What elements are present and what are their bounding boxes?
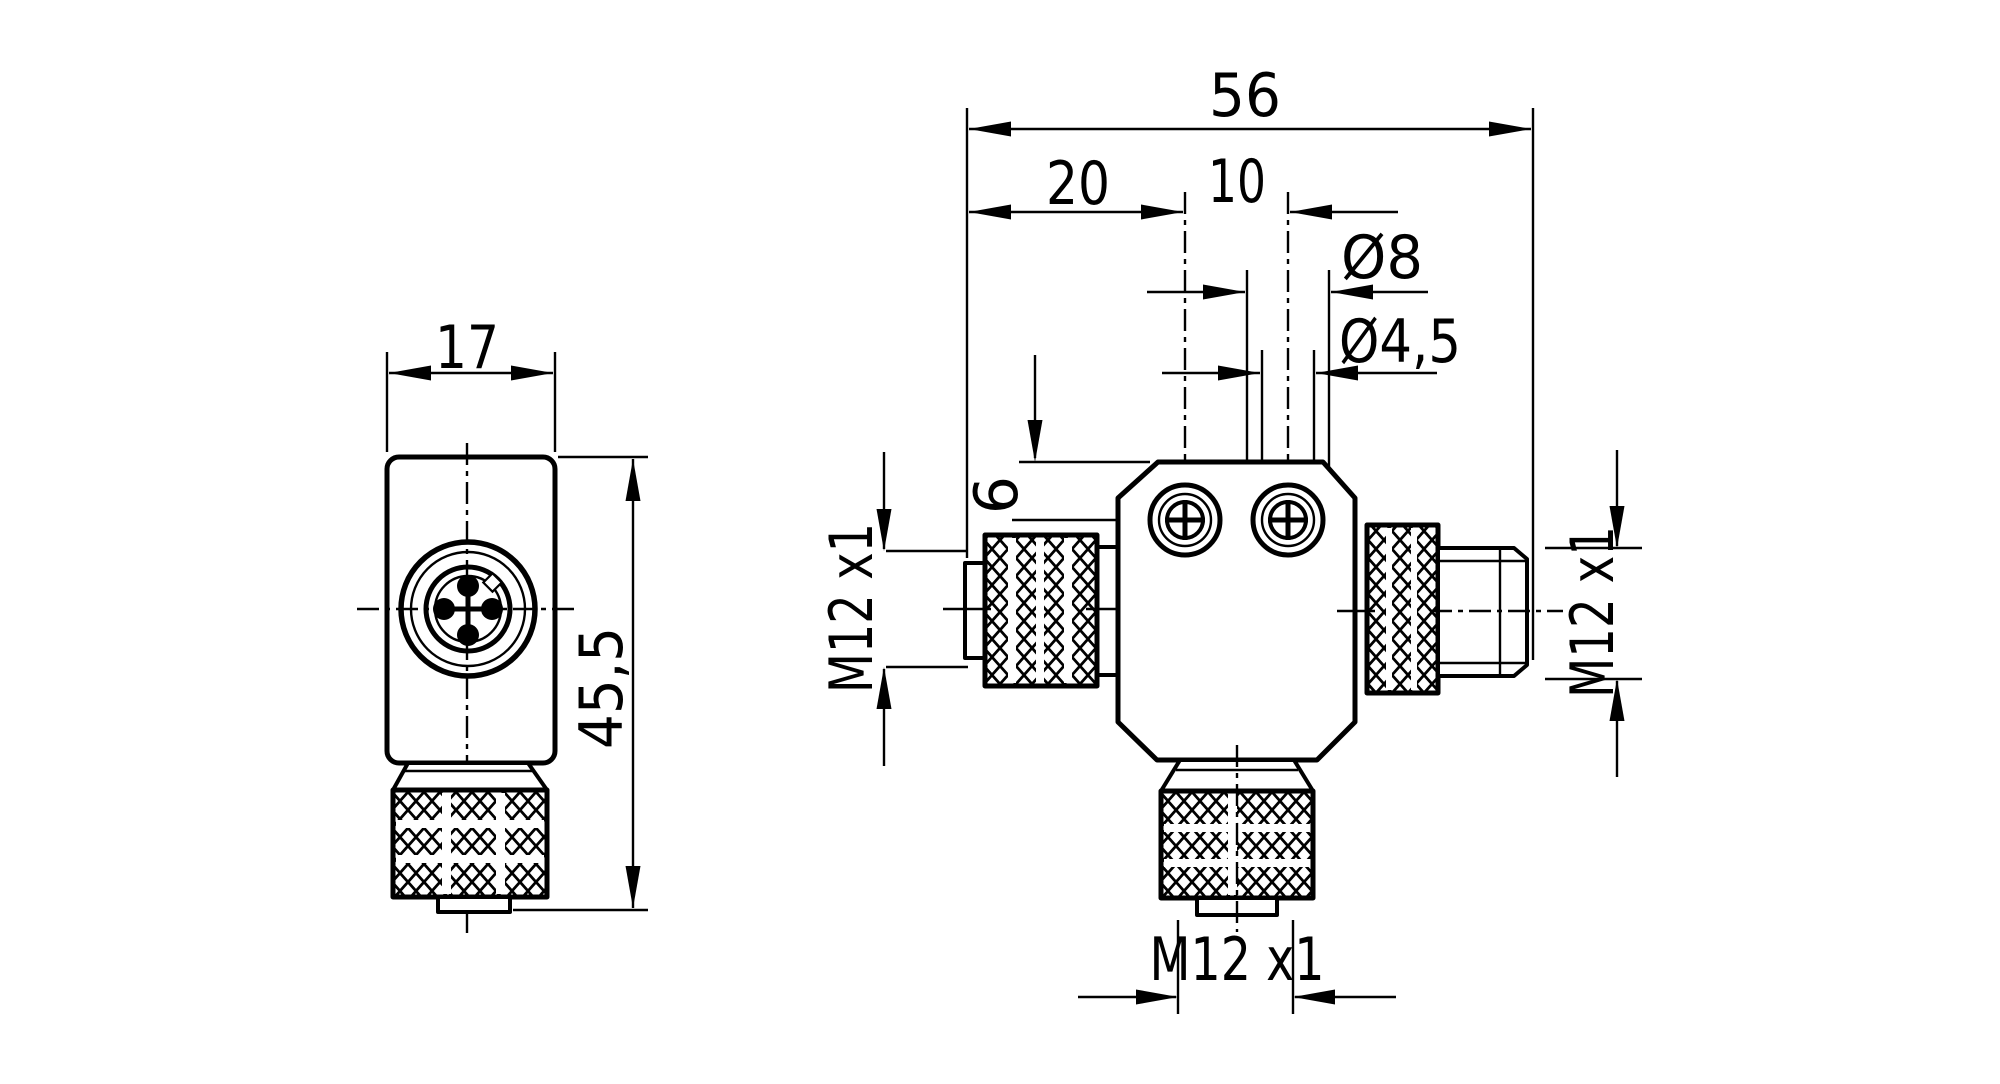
dim-label-m12-left: M12 x1	[817, 523, 887, 693]
dim-label-m12-bottom: M12 x1	[1150, 925, 1325, 995]
side-view: 17	[357, 313, 648, 933]
dim-label-17: 17	[435, 313, 499, 383]
dim-screw-offset: 20	[969, 149, 1183, 220]
dim-label-20: 20	[1046, 149, 1110, 219]
dim-thread-left: M12 x1	[817, 452, 968, 766]
dim-label-6: 6	[962, 476, 1032, 514]
port-right	[1337, 522, 1563, 696]
screw-right	[1250, 482, 1326, 558]
cable-tab	[436, 895, 512, 914]
coupling-nut-side	[390, 761, 550, 914]
dim-thread-right: M12 x1	[1545, 450, 1642, 777]
dim-thru-hole: Ø4,5	[1162, 307, 1461, 496]
dim-label-56: 56	[1209, 61, 1281, 131]
screw-left	[1147, 482, 1223, 558]
dim-label-m12-right: M12 x1	[1558, 526, 1628, 698]
dim-overall-width: 56	[965, 61, 1535, 660]
port-left	[943, 532, 1134, 689]
dim-counterbore: Ø8	[1147, 223, 1428, 484]
port-bottom	[1158, 745, 1316, 932]
end-cap	[963, 561, 987, 660]
dim-thread-bottom: M12 x1	[1078, 920, 1396, 1014]
dim-label-dia-8: Ø8	[1341, 223, 1423, 293]
pin	[457, 575, 479, 597]
dim-label-10: 10	[1208, 147, 1266, 217]
dim-side-height: 45,5	[513, 455, 648, 912]
knurled-nut-left	[982, 532, 1100, 689]
keyway-notch	[481, 571, 504, 594]
front-view: 56 20 10 Ø8	[817, 61, 1642, 1014]
dim-label-45-5: 45,5	[567, 627, 637, 749]
dim-side-width: 17	[385, 313, 557, 452]
dim-label-dia-4-5: Ø4,5	[1339, 307, 1461, 377]
pin	[457, 624, 479, 646]
